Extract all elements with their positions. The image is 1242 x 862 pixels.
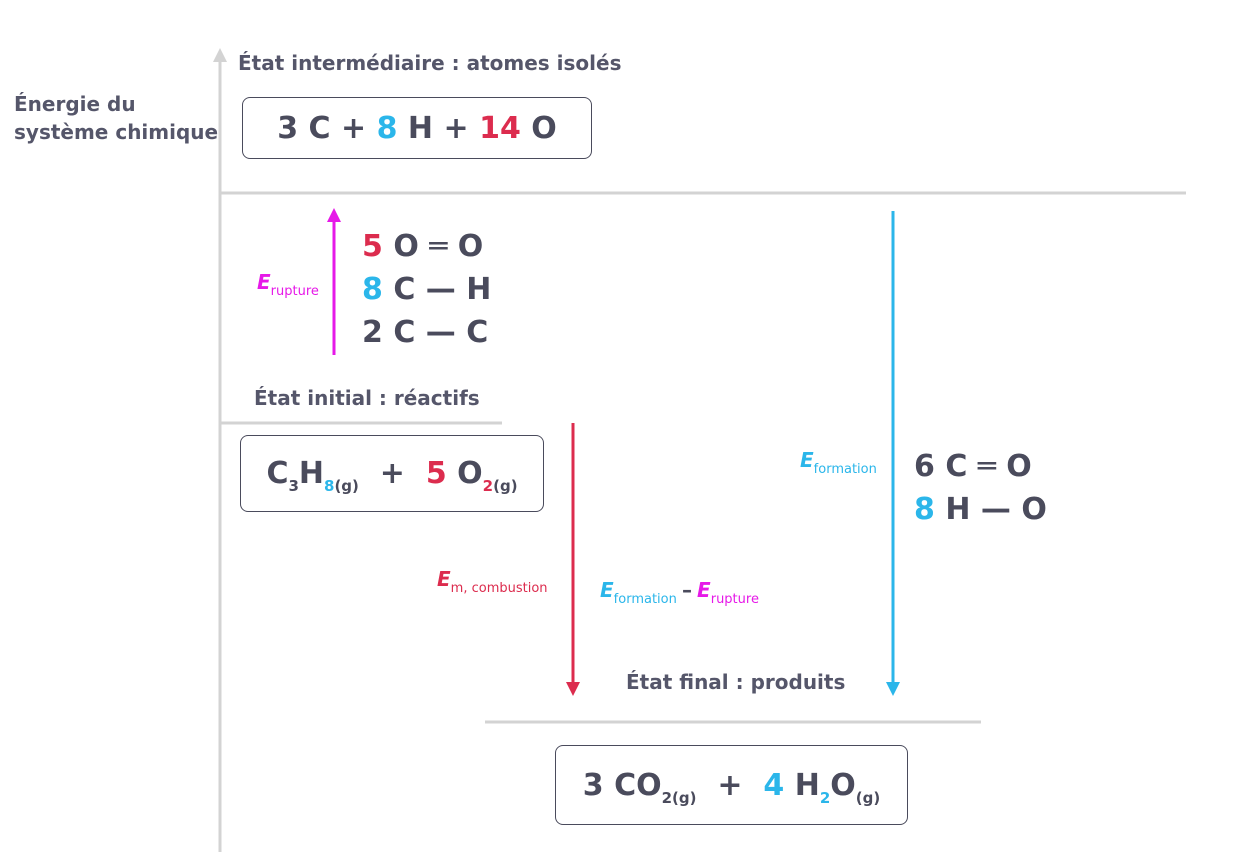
- co2-coef: 3: [582, 767, 604, 803]
- oxygen-symbol: O: [457, 456, 483, 491]
- energy-symbol: E: [600, 578, 614, 602]
- co2-formula: CO2(g): [614, 767, 696, 806]
- bond-formula: O ═ O: [393, 229, 484, 264]
- bond-coef: 8: [914, 492, 935, 527]
- formation-arrowhead: [886, 682, 900, 696]
- minus-sign: –: [681, 578, 692, 602]
- state-initial-label: État initial : réactifs: [254, 386, 480, 410]
- energy-subscript: rupture: [710, 592, 759, 607]
- reactants-box: C3H8(g) + 5 O2(g): [240, 435, 544, 512]
- energy-axis-label-line2: système chimique: [14, 120, 219, 144]
- rupture-bond-list: 5 O ═ O 8 C — H 2 C — C: [362, 225, 491, 354]
- dioxygen-formula: O2(g): [457, 456, 517, 494]
- state-intermediate-label: État intermédiaire : atomes isolés: [238, 51, 622, 75]
- bond-coef: 5: [362, 229, 383, 264]
- rupture-arrowhead: [327, 208, 341, 222]
- energy-axis-label-line1: Énergie du: [14, 92, 136, 116]
- bond-formula: C — H: [393, 272, 492, 307]
- carbon-symbol: C: [266, 456, 289, 491]
- h2o-formula: H2O(g): [794, 767, 881, 806]
- energy-symbol: E: [437, 567, 451, 591]
- bond-coef: 2: [362, 315, 383, 350]
- h-atom: H: [407, 110, 434, 146]
- state-gas: (g): [493, 477, 518, 495]
- oxygen-symbol: O: [830, 767, 856, 803]
- hydrogen-subscript: 8: [324, 477, 335, 495]
- state-gas: (g): [334, 477, 359, 495]
- energy-subscript: formation: [813, 462, 877, 477]
- plus-sign: +: [717, 767, 743, 803]
- hydrogen-symbol: H: [794, 767, 820, 803]
- energy-subscript: rupture: [270, 284, 319, 299]
- rupture-bond-item: 8 C — H: [362, 268, 491, 311]
- state-final-label: État final : produits: [626, 670, 846, 694]
- energy-axis-arrowhead: [213, 48, 227, 62]
- e-difference-label: Eformation – Erupture: [600, 578, 759, 606]
- h2o-coef: 4: [763, 767, 785, 803]
- c-atom: C: [308, 110, 331, 146]
- carbon-subscript: 3: [288, 477, 299, 495]
- co-symbol: CO: [614, 767, 662, 803]
- energy-symbol: E: [697, 578, 711, 602]
- formation-bond-item: 6 C ═ O: [914, 445, 1047, 488]
- oxygen-subscript: 2: [482, 477, 494, 495]
- o-atoms-coef: 14: [479, 110, 521, 146]
- e-combustion-label: Em, combustion: [437, 567, 548, 595]
- plus-sign: +: [341, 110, 367, 146]
- state-gas: (g): [855, 788, 881, 807]
- hydrogen-subscript: 2: [819, 788, 831, 807]
- co2-subscript: 2(g): [661, 788, 697, 807]
- products-box: 3 CO2(g) + 4 H2O(g): [555, 745, 908, 825]
- plus-sign: +: [379, 456, 405, 491]
- energy-symbol: E: [257, 270, 271, 294]
- energy-subscript: formation: [613, 592, 677, 607]
- energy-axis-label: Énergie du système chimique: [14, 90, 218, 146]
- propane-formula: C3H8(g): [266, 456, 358, 494]
- bond-formula: C ═ O: [945, 449, 1032, 484]
- e-formation-label: Eformation: [800, 448, 877, 476]
- e-rupture-label: Erupture: [257, 270, 319, 298]
- energy-symbol: E: [800, 448, 814, 472]
- formation-bond-list: 6 C ═ O 8 H — O: [914, 445, 1047, 531]
- combustion-arrowhead: [566, 682, 580, 696]
- o-atom: O: [531, 110, 557, 146]
- h-atoms-coef: 8: [376, 110, 398, 146]
- bond-coef: 6: [914, 449, 935, 484]
- bond-formula: C — C: [393, 315, 489, 350]
- bond-coef: 8: [362, 272, 383, 307]
- c-atoms-coef: 3: [277, 110, 299, 146]
- plus-sign: +: [443, 110, 469, 146]
- rupture-bond-item: 5 O ═ O: [362, 225, 491, 268]
- energy-subscript: m, combustion: [450, 581, 548, 596]
- bond-formula: H — O: [945, 492, 1047, 527]
- formation-bond-item: 8 H — O: [914, 488, 1047, 531]
- hydrogen-symbol: H: [298, 456, 325, 491]
- rupture-bond-item: 2 C — C: [362, 311, 491, 354]
- intermediate-atoms-box: 3 C + 8 H + 14 O: [242, 97, 592, 159]
- o2-coef: 5: [425, 456, 447, 491]
